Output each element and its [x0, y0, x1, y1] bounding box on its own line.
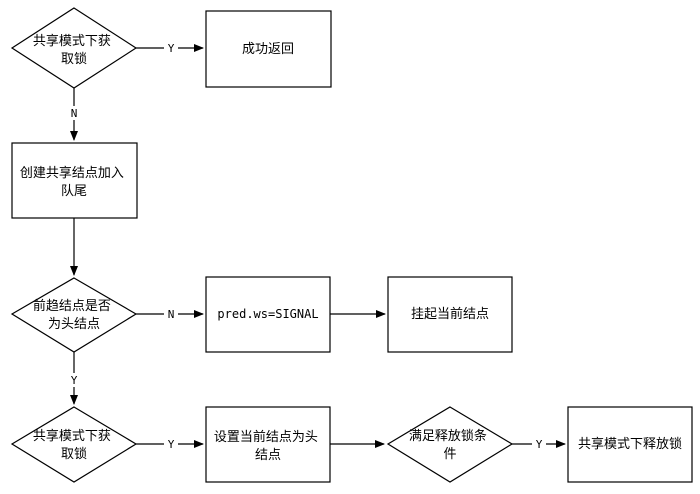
node-text-line: 结点 [255, 448, 281, 463]
edge-label-d1-create: N [71, 107, 78, 120]
node-text-line: 创建共享结点加入 [20, 165, 124, 181]
edge-label-d1-success: Y [168, 42, 175, 55]
node-text-line: 前趋结点是否 [33, 298, 111, 314]
node-text-line: 共享模式下获 [33, 428, 111, 444]
process-return-success: 成功返回 [205, 10, 332, 88]
node-text-line: 挂起当前结点 [411, 306, 489, 322]
svg-text:创建共享结点加入 队尾: 创建共享结点加入 队尾 [20, 165, 128, 199]
svg-text:满足释放锁条 件: 满足释放锁条 件 [409, 428, 491, 462]
process-create-shared-node: 创建共享结点加入 队尾 [11, 142, 138, 219]
node-text-line: 取锁 [61, 446, 87, 462]
node-text-line: 共享模式下获 [33, 33, 111, 49]
edge-label-d2-pred: N [168, 308, 175, 321]
svg-text:成功返回: 成功返回 [242, 42, 294, 57]
svg-text:pred.ws=SIGNAL: pred.ws=SIGNAL [217, 307, 318, 321]
svg-text:共享模式下获 取锁: 共享模式下获 取锁 [33, 428, 115, 462]
edge-label-d4-release: Y [536, 438, 543, 451]
edge-label-d2-d3: Y [71, 374, 78, 387]
node-text-line: 共享模式下释放锁 [578, 436, 682, 452]
svg-text:共享模式下释放锁: 共享模式下释放锁 [578, 436, 682, 452]
svg-text:挂起当前结点: 挂起当前结点 [411, 306, 489, 322]
node-text-line: 成功返回 [242, 42, 294, 57]
decision-acquire-shared-lock: 共享模式下获 取锁 [10, 7, 138, 89]
node-text-line: 队尾 [61, 184, 87, 199]
process-suspend-node: 挂起当前结点 [387, 276, 513, 353]
node-text-line: 设置当前结点为头 [214, 429, 318, 445]
process-set-head-node: 设置当前结点为头 结点 [205, 406, 331, 483]
decision-predecessor-is-head: 前趋结点是否 为头结点 [10, 277, 138, 353]
svg-text:设置当前结点为头 结点: 设置当前结点为头 结点 [214, 429, 322, 463]
svg-text:共享模式下获 取锁: 共享模式下获 取锁 [33, 33, 115, 67]
node-text-line: 为头结点 [48, 317, 100, 332]
node-text-line: 件 [443, 447, 456, 462]
decision-release-condition: 满足释放锁条 件 [386, 406, 514, 483]
svg-text:前趋结点是否 为头结点: 前趋结点是否 为头结点 [33, 298, 115, 332]
node-text-line: pred.ws=SIGNAL [217, 307, 318, 321]
process-release-shared-lock: 共享模式下释放锁 [567, 406, 693, 483]
edge-label-d3-sethead: Y [168, 438, 175, 451]
node-text-line: 满足释放锁条 [409, 428, 487, 444]
decision-acquire-shared-lock-retry: 共享模式下获 取锁 [10, 406, 138, 483]
process-set-pred-signal: pred.ws=SIGNAL [205, 276, 331, 353]
node-text-line: 取锁 [61, 51, 87, 67]
